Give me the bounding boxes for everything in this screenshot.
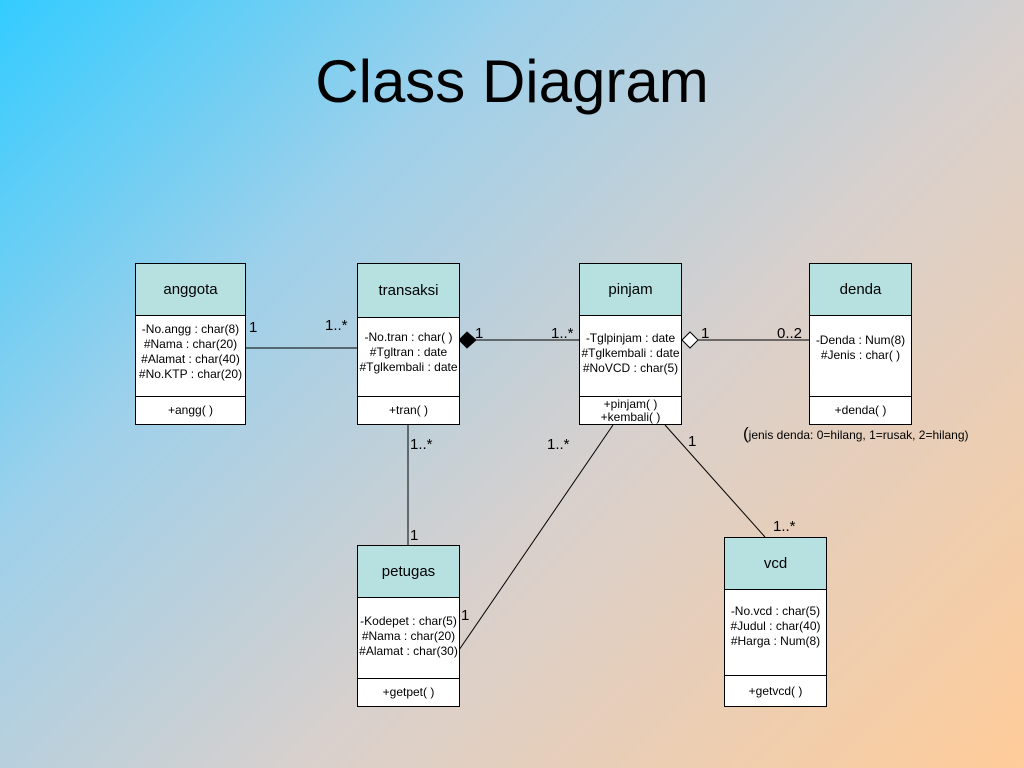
class-name: pinjam bbox=[580, 264, 681, 316]
attribute: -No.tran : char( ) bbox=[364, 330, 453, 344]
operations: +tran( ) bbox=[358, 397, 459, 424]
attributes: -Tglpinjam : date #Tglkembali : date #No… bbox=[580, 316, 681, 397]
attribute: -Tglpinjam : date bbox=[585, 331, 676, 345]
attribute: #Alamat : char(30) bbox=[359, 644, 458, 658]
multiplicity-label: 1..* bbox=[410, 436, 433, 453]
attribute: #Nama : char(20) bbox=[361, 629, 456, 643]
attributes: -No.tran : char( ) #Tgltran : date #Tglk… bbox=[358, 318, 459, 397]
operations: +angg( ) bbox=[136, 397, 245, 424]
class-transaksi[interactable]: transaksi -No.tran : char( ) #Tgltran : … bbox=[357, 263, 460, 425]
class-name: vcd bbox=[725, 538, 826, 590]
attribute: -Denda : Num(8) bbox=[815, 333, 906, 347]
attribute: #Harga : Num(8) bbox=[730, 634, 821, 648]
multiplicity-label: 1..* bbox=[547, 436, 570, 453]
attributes: -No.vcd : char(5) #Judul : char(40) #Har… bbox=[725, 590, 826, 676]
attribute: #Tglkembali : date bbox=[581, 346, 680, 360]
operation: +kembali( ) bbox=[600, 409, 661, 424]
operation: +tran( ) bbox=[388, 403, 428, 417]
line-pinjam-vcd bbox=[664, 424, 766, 538]
slide-title: Class Diagram bbox=[315, 48, 709, 115]
class-anggota[interactable]: anggota -No.angg : char(8) #Nama : char(… bbox=[135, 263, 246, 425]
multiplicity-label: 1 bbox=[410, 527, 419, 544]
attribute: #Tglkembali : date bbox=[359, 360, 458, 374]
denda-note: (jenis denda: 0=hilang, 1=rusak, 2=hilan… bbox=[743, 424, 969, 444]
note-text: jenis denda: 0=hilang, 1=rusak, 2=hilang… bbox=[748, 428, 969, 442]
class-name: petugas bbox=[358, 546, 459, 598]
attribute: #Nama : char(20) bbox=[143, 337, 238, 351]
attribute: #NoVCD : char(5) bbox=[582, 361, 679, 375]
operation: +angg( ) bbox=[167, 403, 214, 417]
multiplicity-label: 1 bbox=[701, 325, 710, 342]
attributes: -Denda : Num(8) #Jenis : char( ) bbox=[810, 316, 911, 397]
multiplicity-label: 1..* bbox=[551, 325, 574, 342]
line-pinjam-petugas bbox=[458, 424, 614, 651]
attribute: #Judul : char(40) bbox=[730, 619, 821, 633]
multiplicity-label: 1 bbox=[461, 607, 470, 624]
class-name: denda bbox=[810, 264, 911, 316]
operations: +getpet( ) bbox=[358, 679, 459, 706]
multiplicity-label: 0..2 bbox=[777, 325, 803, 342]
attribute: #Alamat : char(40) bbox=[141, 352, 240, 366]
multiplicity-label: 1 bbox=[249, 319, 258, 336]
attributes: -Kodepet : char(5) #Nama : char(20) #Ala… bbox=[358, 598, 459, 679]
attribute: -Kodepet : char(5) bbox=[360, 614, 457, 628]
attribute: #Jenis : char( ) bbox=[820, 348, 901, 362]
class-denda[interactable]: denda -Denda : Num(8) #Jenis : char( ) +… bbox=[809, 263, 912, 425]
multiplicity-label: 1 bbox=[475, 325, 484, 342]
class-vcd[interactable]: vcd -No.vcd : char(5) #Judul : char(40) … bbox=[724, 537, 827, 707]
operation: +pinjam( ) bbox=[603, 396, 658, 411]
multiplicity-label: 1..* bbox=[773, 518, 796, 535]
operation: +getvcd( ) bbox=[748, 683, 803, 698]
class-name: transaksi bbox=[358, 264, 459, 318]
attribute: #No.KTP : char(20) bbox=[138, 367, 243, 381]
operations: +getvcd( ) bbox=[725, 676, 826, 706]
attributes: -No.angg : char(8) #Nama : char(20) #Ala… bbox=[136, 316, 245, 397]
operations: +denda( ) bbox=[810, 397, 911, 424]
aggregation-diamond bbox=[681, 331, 699, 349]
attribute: -No.angg : char(8) bbox=[141, 322, 240, 336]
attribute: #Tgltran : date bbox=[369, 345, 448, 359]
composition-diamond bbox=[458, 331, 477, 349]
operation: +denda( ) bbox=[834, 403, 887, 417]
class-name: anggota bbox=[136, 264, 245, 316]
class-pinjam[interactable]: pinjam -Tglpinjam : date #Tglkembali : d… bbox=[579, 263, 682, 425]
operation: +getpet( ) bbox=[382, 685, 435, 699]
multiplicity-label: 1..* bbox=[325, 317, 348, 334]
class-petugas[interactable]: petugas -Kodepet : char(5) #Nama : char(… bbox=[357, 545, 460, 707]
operations: +pinjam( ) +kembali( ) bbox=[580, 397, 681, 424]
note-paren: ( bbox=[743, 424, 749, 443]
attribute: -No.vcd : char(5) bbox=[730, 604, 821, 618]
multiplicity-label: 1 bbox=[688, 433, 697, 450]
